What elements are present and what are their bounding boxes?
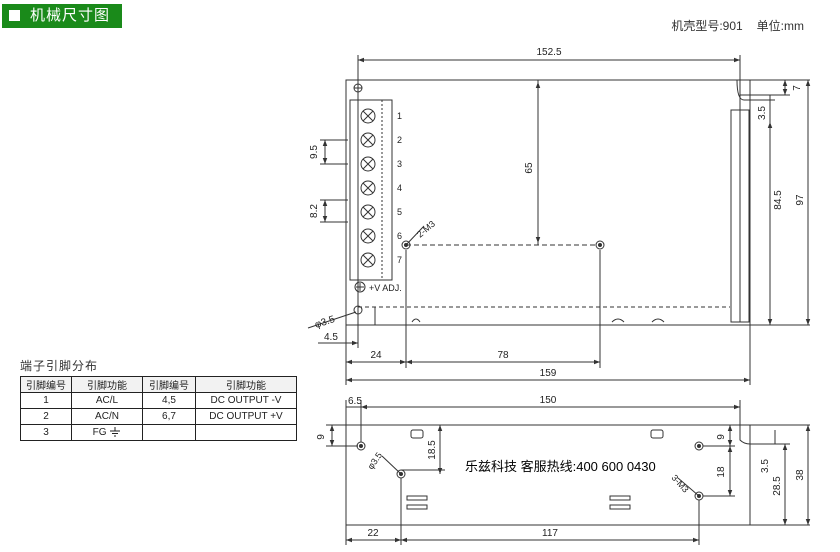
dim-7: 7 [792, 85, 803, 91]
dim-18-5: 18.5 [427, 440, 438, 460]
leader-line [677, 477, 700, 497]
mount-hole [595, 240, 605, 250]
terminal-screw-7 [360, 252, 376, 268]
dim-159: 159 [540, 368, 557, 379]
vent-slot [406, 495, 428, 501]
table-row: 2 AC/N 6,7 DC OUTPUT +V [20, 408, 297, 425]
dim-117: 117 [542, 528, 558, 539]
model-info: 机壳型号:901 单位:mm [657, 17, 804, 34]
pin-table: 引脚编号 引脚功能 引脚编号 引脚功能 1 AC/L 4,5 DC OUTPUT… [20, 376, 297, 441]
side-hole-center [359, 444, 363, 448]
side-view: φ3.5 3-M3 6.5 150 9 18.5 9 18 3.5 28.5 [316, 395, 811, 545]
terminal-screw-mark [362, 182, 374, 194]
terminal-screw-4 [360, 180, 376, 196]
phi-label-top: φ3.5 [314, 314, 337, 331]
terminal-screw-mark [362, 110, 374, 122]
bottom-slot [651, 318, 665, 323]
leader-line [405, 225, 425, 246]
unit-label: 单位:mm [756, 19, 804, 33]
case-model: 机壳型号:901 [671, 19, 743, 33]
terminal-screw-mark [362, 230, 374, 242]
terminal-screw-5 [360, 204, 376, 220]
side-hook [739, 425, 751, 445]
dim-78: 78 [497, 350, 509, 361]
terminal-block [349, 99, 393, 281]
dim-4-5: 4.5 [324, 332, 338, 343]
pin-header-cell: 引脚编号 [142, 376, 196, 393]
dim-152-5: 152.5 [536, 47, 561, 58]
terminal-number: 2 [397, 135, 402, 145]
mount-hole-center [598, 243, 602, 247]
section-title: 机械尺寸图 [30, 7, 111, 24]
terminal-screw-mark [362, 158, 374, 170]
dim-150: 150 [540, 395, 557, 406]
terminal-number: 5 [397, 207, 402, 217]
terminal-number: 4 [397, 183, 402, 193]
m3-label-top: 2-M3 [415, 219, 437, 240]
phi-label-bottom: φ3.5 [365, 450, 384, 471]
dim-28-5: 28.5 [772, 476, 783, 496]
hook-edge [736, 79, 750, 101]
vadj-potentiometer [354, 281, 366, 293]
dim-24: 24 [370, 350, 382, 361]
bottom-slot [411, 318, 421, 323]
mount-hole [353, 305, 363, 315]
dim-8-2: 8.2 [309, 204, 320, 218]
terminal-screw-6 [360, 228, 376, 244]
terminal-number: 3 [397, 159, 402, 169]
terminal-screw-2 [360, 132, 376, 148]
vent-slot [406, 504, 428, 510]
table-row: 3 FG [20, 424, 297, 441]
dim-9-right: 9 [716, 434, 727, 440]
ground-icon [110, 427, 121, 437]
pin-table-title: 端子引脚分布 [20, 359, 99, 373]
terminal-number: 1 [397, 111, 402, 121]
mount-hole [401, 240, 411, 250]
top-view-outline [345, 79, 751, 326]
terminal-screw-mark [362, 134, 374, 146]
side-hole-center [697, 444, 701, 448]
heatsink-plate [730, 109, 750, 323]
vadj-label: +V ADJ. [369, 283, 402, 293]
dim-3-5-bottom: 3.5 [760, 459, 771, 473]
terminal-screws [360, 108, 376, 268]
terminal-screw-mark [362, 254, 374, 266]
dim-22: 22 [367, 528, 379, 539]
dim-6-5: 6.5 [348, 396, 362, 407]
dim-65: 65 [524, 162, 535, 174]
dim-18: 18 [716, 466, 727, 478]
terminal-number: 7 [397, 255, 402, 265]
vadj-mark [356, 283, 364, 291]
pin-cell [195, 424, 297, 441]
pin-header-cell: 引脚功能 [195, 376, 297, 393]
vent-slot [609, 504, 631, 510]
leader-line [381, 455, 402, 475]
side-slot [410, 429, 424, 439]
dim-9-5: 9.5 [309, 145, 320, 159]
dim-84-5: 84.5 [773, 190, 784, 210]
section-header: 机械尺寸图 [2, 4, 122, 28]
dim-38: 38 [795, 469, 806, 481]
terminal-screw-1 [360, 108, 376, 124]
top-view: 1 2 3 4 5 6 7 +V ADJ. 2-M3 152.5 65 [307, 47, 811, 385]
dim-3-5-top: 3.5 [757, 106, 768, 120]
leader-line [307, 311, 357, 329]
fg-label: FG [92, 427, 107, 438]
square-icon [9, 10, 20, 21]
service-hotline: 乐兹科技 客服热线:400 600 0430 [465, 459, 656, 474]
m3-label-bottom: 3-M3 [670, 473, 691, 495]
dim-97: 97 [795, 194, 806, 206]
terminal-screw-3 [360, 156, 376, 172]
dim-9-left: 9 [316, 434, 327, 440]
vent-slot [609, 495, 631, 501]
side-view-outline [345, 424, 751, 526]
bottom-slot [611, 318, 625, 323]
side-slot [650, 429, 664, 439]
terminal-screw-mark [362, 206, 374, 218]
terminal-number: 6 [397, 231, 402, 241]
